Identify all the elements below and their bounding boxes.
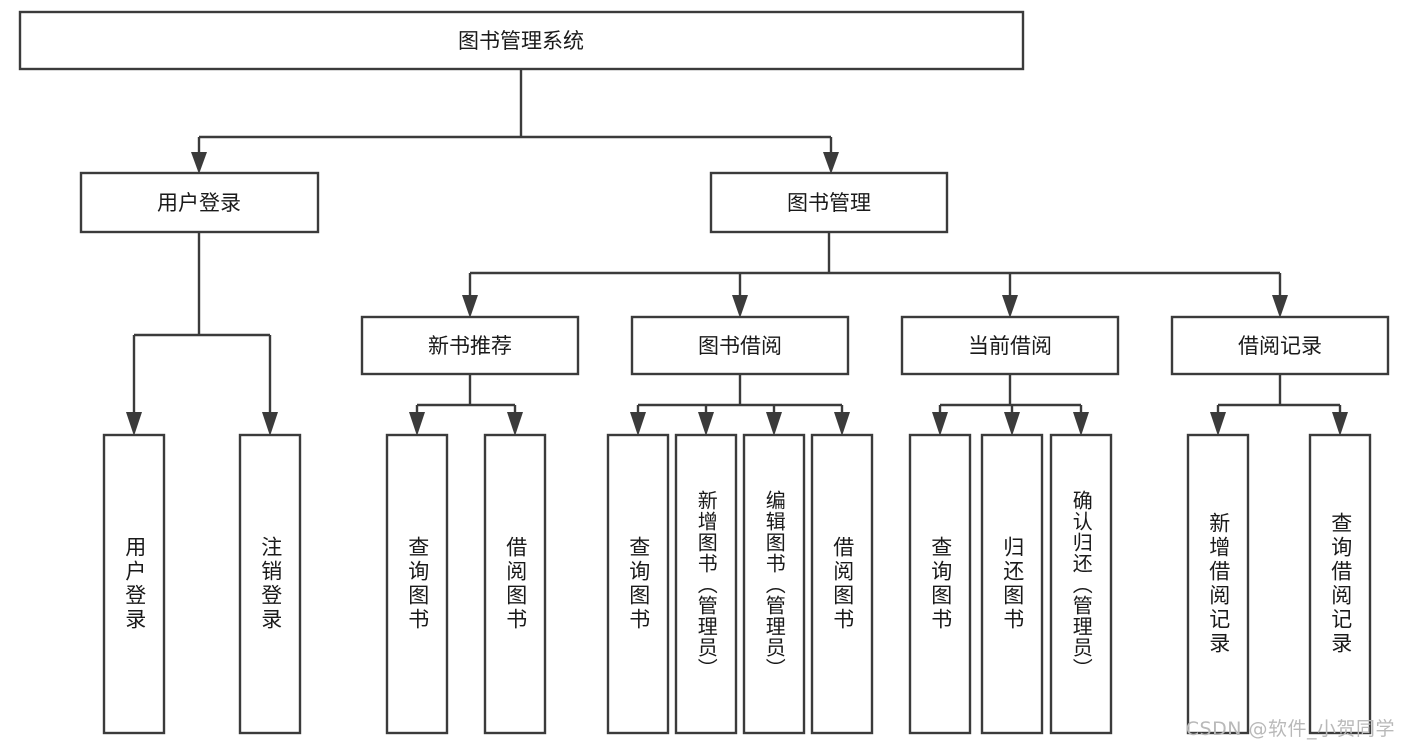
connector-currentborrow-trunk: [938, 374, 1083, 418]
connector-bookborrow-trunk: [636, 374, 844, 418]
node-book-management[interactable]: 图书管理: [709, 171, 949, 234]
connector-borrowrecord-trunk: [1216, 374, 1342, 418]
arrowhead-layer: [126, 152, 1348, 436]
node-user-login[interactable]: 用户登录: [79, 171, 320, 234]
node-leaf-borrow-book-box[interactable]: [810, 433, 874, 735]
arrow-head-icon: [507, 412, 523, 436]
arrow-head-icon: [262, 412, 278, 436]
node-user-login-label: 用户登录: [157, 191, 241, 215]
connector-userlogin-trunk: [132, 232, 272, 418]
arrow-head-icon: [766, 412, 782, 436]
node-book-borrow[interactable]: 图书借阅: [630, 315, 850, 376]
node-leaf-logout-login-box[interactable]: [238, 433, 302, 735]
leaf-box-layer: [102, 433, 1372, 735]
node-current-borrow[interactable]: 当前借阅: [900, 315, 1120, 376]
arrow-head-icon: [1210, 412, 1226, 436]
node-borrow-record-box[interactable]: [1170, 315, 1390, 376]
node-current-borrow-label: 当前借阅: [968, 334, 1052, 358]
node-book-borrow-box[interactable]: [630, 315, 850, 376]
node-leaf-user-login-box[interactable]: [102, 433, 166, 735]
node-leaf-query-borrow-record-box[interactable]: [1308, 433, 1372, 735]
arrow-head-icon: [834, 412, 850, 436]
arrow-head-icon: [932, 412, 948, 436]
node-leaf-confirm-return-admin-box[interactable]: [1049, 433, 1113, 735]
node-leaf-query-book-current-box[interactable]: [908, 433, 972, 735]
arrow-head-icon: [191, 152, 207, 174]
arrow-head-icon: [126, 412, 142, 436]
arrow-head-icon: [1073, 412, 1089, 436]
node-leaf-query-book-borrow-box[interactable]: [606, 433, 670, 735]
node-root[interactable]: 图书管理系统: [18, 10, 1025, 71]
node-book-borrow-label: 图书借阅: [698, 334, 782, 358]
node-borrow-record-label: 借阅记录: [1238, 334, 1322, 358]
node-book-management-box[interactable]: [709, 171, 949, 234]
arrow-head-icon: [732, 295, 748, 318]
node-leaf-add-book-admin-box[interactable]: [674, 433, 738, 735]
node-new-book-recommend-label: 新书推荐: [428, 334, 512, 358]
arrow-head-icon: [823, 152, 839, 174]
node-new-book-recommend[interactable]: 新书推荐: [360, 315, 580, 376]
arrow-head-icon: [630, 412, 646, 436]
connector-root-trunk: [197, 69, 833, 157]
node-current-borrow-box[interactable]: [900, 315, 1120, 376]
arrow-head-icon: [409, 412, 425, 436]
node-borrow-record[interactable]: 借阅记录: [1170, 315, 1390, 376]
arrow-head-icon: [462, 295, 478, 318]
node-new-book-recommend-box[interactable]: [360, 315, 580, 376]
node-book-management-label: 图书管理: [787, 191, 871, 215]
node-leaf-edit-book-admin-box[interactable]: [742, 433, 806, 735]
node-leaf-borrow-book-recommend-box[interactable]: [483, 433, 547, 735]
node-root-box[interactable]: [18, 10, 1025, 71]
node-leaf-query-book-recommend-box[interactable]: [385, 433, 449, 735]
node-user-login-box[interactable]: [79, 171, 320, 234]
connector-newbook-trunk: [415, 374, 517, 418]
node-root-label: 图书管理系统: [458, 29, 584, 53]
connector-layer: [132, 69, 1342, 418]
connector-bookmgmt-trunk: [468, 232, 1282, 300]
arrow-head-icon: [1004, 412, 1020, 436]
arrow-head-icon: [1332, 412, 1348, 436]
arrow-head-icon: [1272, 295, 1288, 318]
arrow-head-icon: [698, 412, 714, 436]
node-leaf-add-borrow-record-box[interactable]: [1186, 433, 1250, 735]
arrow-head-icon: [1002, 295, 1018, 318]
watermark-text: CSDN @软件_小贺同学: [1185, 718, 1395, 740]
node-leaf-return-book-box[interactable]: [980, 433, 1044, 735]
